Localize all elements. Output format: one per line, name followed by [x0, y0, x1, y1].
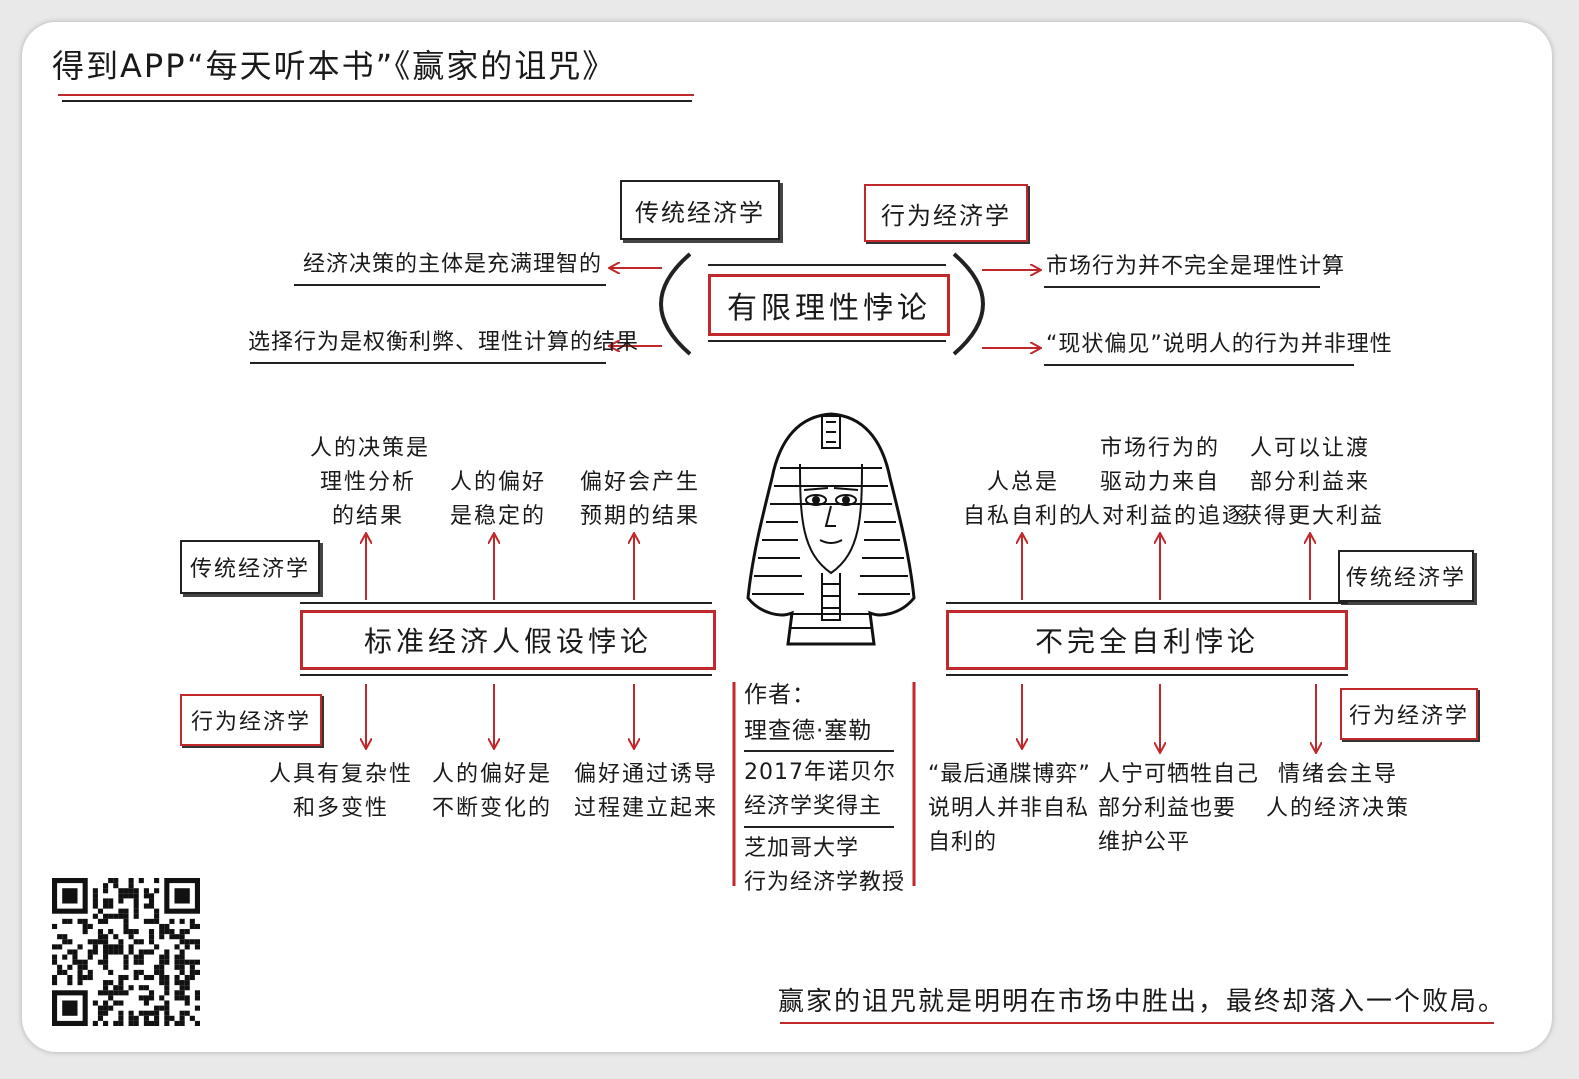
- author-block: 作者： 理查德·塞勒 2017年诺贝尔 经济学奖得主 芝加哥大学 行为经济学教授: [744, 678, 908, 900]
- pharaoh-mask-icon: [746, 412, 916, 646]
- mind-map-card: 得到APP“每天听本书”《赢家的诅咒》: [22, 22, 1552, 1052]
- right-beh-point-3: 情绪会主导 人的经济决策: [1258, 758, 1418, 826]
- qr-code-icon[interactable]: [52, 878, 200, 1026]
- left-beh-point-1: 人具有复杂性 和多变性: [266, 758, 416, 826]
- left-beh-point-1-line-2: 和多变性: [292, 796, 389, 821]
- center-trad-point-2: 选择行为是权衡利弊、理性计算的结果: [248, 330, 640, 355]
- center-topic-topline: [708, 264, 946, 266]
- right-trad-point-2: 市场行为的 驱动力来自 人对利益的追逐: [1078, 432, 1247, 534]
- right-beh-point-2-line-1: 人宁可牺牲自己: [1098, 762, 1260, 787]
- center-beh-point-2: “现状偏见”说明人的行为并非理性: [1046, 332, 1393, 357]
- left-beh-point-2: 人的偏好是 不断变化的: [422, 758, 562, 826]
- right-topic-bottomline: [946, 674, 1348, 676]
- left-trad-point-1-line-3: 的结果: [331, 504, 404, 529]
- title-underline-red: [58, 94, 694, 96]
- left-behavioral-tag: 行为经济学: [180, 694, 322, 746]
- footer-summary: 赢家的诅咒就是明明在市场中胜出，最终却落入一个败局。: [778, 987, 1507, 1017]
- left-beh-point-1-line-1: 人具有复杂性: [268, 762, 413, 787]
- left-beh-point-3-line-1: 偏好通过诱导: [573, 762, 718, 787]
- author-divider-2: [744, 826, 894, 828]
- right-beh-point-1: “最后通牒博弈” 说明人并非自私 自利的: [928, 758, 1091, 860]
- right-beh-point-1-line-2: 说明人并非自私: [928, 796, 1090, 821]
- right-trad-point-3-line-3: 获得更大利益: [1240, 504, 1385, 529]
- right-beh-point-3-line-2: 人的经济决策: [1265, 796, 1410, 821]
- center-trad-point-1-underline: [294, 284, 606, 286]
- left-beh-point-3: 偏好通过诱导 过程建立起来: [566, 758, 726, 826]
- right-beh-point-2-line-3: 维护公平: [1098, 830, 1191, 855]
- left-trad-point-3: 偏好会产生 预期的结果: [570, 466, 710, 534]
- center-beh-point-1: 市场行为并不完全是理性计算: [1046, 254, 1346, 279]
- left-topic-box: 标准经济人假设悖论: [300, 610, 716, 670]
- right-behavioral-tag: 行为经济学: [1340, 688, 1478, 740]
- author-name: 理查德·塞勒: [744, 718, 873, 744]
- right-beh-point-2-line-2: 部分利益也要: [1098, 796, 1237, 821]
- author-divider-1: [744, 750, 894, 752]
- left-topic-bottomline: [300, 674, 712, 676]
- right-trad-point-3-line-2: 部分利益来: [1249, 470, 1370, 495]
- title-underline-black: [62, 100, 692, 102]
- author-label: 作者：: [744, 682, 816, 708]
- right-trad-point-3-line-1: 人可以让渡: [1249, 436, 1370, 461]
- left-beh-point-3-line-2: 过程建立起来: [573, 796, 718, 821]
- right-beh-point-1-line-1: “最后通牒博弈”: [928, 762, 1091, 787]
- center-topic-box: 有限理性悖论: [708, 274, 950, 336]
- center-beh-point-2-underline: [1044, 364, 1354, 366]
- center-topic-bottomline: [708, 340, 946, 342]
- right-trad-point-1-line-2: 自私自利的: [962, 504, 1083, 529]
- right-topic-topline: [946, 602, 1348, 604]
- left-beh-point-2-line-1: 人的偏好是: [431, 762, 552, 787]
- right-trad-point-2-line-3: 人对利益的追逐: [1078, 504, 1247, 529]
- connector-layer: [22, 252, 1552, 886]
- left-trad-point-2: 人的偏好 是稳定的: [438, 466, 558, 534]
- right-beh-point-2: 人宁可牺牲自己 部分利益也要 维护公平: [1098, 758, 1259, 860]
- author-award-line-1: 2017年诺贝尔: [744, 760, 896, 785]
- page-title: 得到APP“每天听本书”《赢家的诅咒》: [52, 47, 617, 85]
- left-trad-point-1: 人的决策是 理性分析 的结果: [310, 432, 431, 534]
- author-position-line-1: 芝加哥大学: [744, 836, 860, 861]
- right-trad-point-3: 人可以让渡 部分利益来 获得更大利益: [1240, 432, 1385, 534]
- author-award-line-2: 经济学奖得主: [744, 794, 883, 819]
- left-trad-point-2-line-1: 人的偏好: [449, 470, 546, 495]
- author-position-line-2: 行为经济学教授: [744, 870, 906, 895]
- footer-underline: [780, 1022, 1494, 1024]
- right-beh-point-1-line-3: 自利的: [928, 830, 998, 855]
- right-trad-point-2-line-1: 市场行为的: [1099, 436, 1220, 461]
- left-beh-point-2-line-2: 不断变化的: [431, 796, 552, 821]
- right-trad-point-1: 人总是 自私自利的: [958, 466, 1088, 534]
- center-traditional-tag: 传统经济学: [620, 180, 780, 240]
- right-trad-point-2-line-2: 驱动力来自: [1099, 470, 1220, 495]
- left-traditional-tag: 传统经济学: [180, 540, 320, 594]
- right-paren: [952, 252, 985, 356]
- right-trad-point-1-line-1: 人总是: [986, 470, 1059, 495]
- center-beh-point-1-underline: [1044, 286, 1320, 288]
- center-trad-point-1: 经济决策的主体是充满理智的: [302, 252, 602, 277]
- left-trad-point-2-line-2: 是稳定的: [449, 504, 546, 529]
- left-paren: [659, 252, 692, 356]
- right-traditional-tag: 传统经济学: [1338, 550, 1474, 602]
- right-beh-point-3-line-1: 情绪会主导: [1277, 762, 1398, 787]
- left-trad-point-1-line-2: 理性分析: [319, 470, 416, 495]
- left-trad-point-1-line-1: 人的决策是: [310, 436, 431, 461]
- left-trad-point-3-line-2: 预期的结果: [579, 504, 700, 529]
- right-topic-box: 不完全自利悖论: [946, 610, 1348, 670]
- center-trad-point-2-underline: [250, 362, 606, 364]
- left-topic-topline: [300, 602, 712, 604]
- center-behavioral-tag: 行为经济学: [864, 184, 1028, 242]
- left-trad-point-3-line-1: 偏好会产生: [579, 470, 700, 495]
